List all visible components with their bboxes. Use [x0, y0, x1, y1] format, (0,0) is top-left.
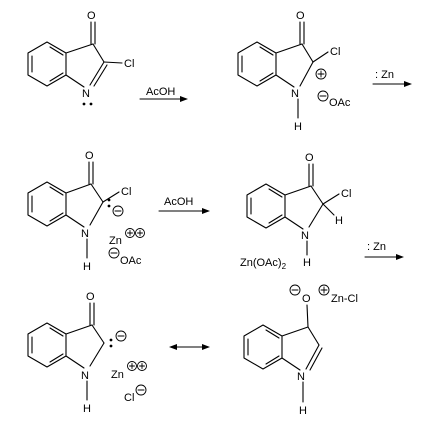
atom-label-cl: Cl — [330, 46, 340, 58]
positive-charge-icon — [318, 284, 330, 296]
negative-charge-icon — [135, 384, 147, 396]
byproduct-label-zinc-acetate: Zn(OAc)2 — [240, 257, 287, 271]
counterion-label-oac: OAc — [329, 97, 351, 109]
atom-label-o: O — [305, 152, 314, 164]
lone-pair-dot — [82, 102, 86, 106]
lone-pair-dot — [109, 344, 113, 348]
structure-carbanion-zinc-acetate: O N H Cl Zn OAc — [27, 150, 145, 273]
cation-label-zn: Zn — [109, 235, 122, 247]
reaction-arrow-zinc: : Zn — [372, 69, 412, 87]
lone-pair-dot — [89, 102, 93, 106]
atom-label-n: N — [82, 88, 90, 100]
lone-pair-dot — [107, 204, 111, 208]
atom-label-o: O — [302, 293, 311, 305]
reagent-label-acoh: AcOH — [146, 86, 175, 98]
structure-chloroindolinone: O N H Cl H Zn(OAc)2 — [240, 152, 351, 271]
counterion-label-cl: Cl — [124, 392, 134, 404]
cation-label-zn: Zn — [111, 369, 124, 381]
structure-iminium-acetate: O N H Cl OAc — [237, 10, 351, 133]
atom-label-n: N — [297, 371, 305, 383]
atom-label-h: H — [299, 405, 307, 417]
structure-chloroindolone: O N Cl — [27, 10, 134, 106]
atom-label-n: N — [81, 370, 89, 382]
structure-indolyloxy-zinc-chloride: O Zn-Cl N H — [243, 284, 358, 417]
negative-charge-icon — [115, 330, 127, 342]
negative-charge-icon — [112, 205, 124, 217]
atom-label-cl: Cl — [124, 58, 134, 70]
atom-label-cl: Cl — [121, 186, 131, 198]
atom-label-cl: Cl — [341, 188, 351, 200]
atom-label-o: O — [296, 10, 305, 22]
structure-carbanion-zinc-chloride: O N H Zn Cl — [27, 291, 147, 415]
positive-charge-icon — [135, 228, 145, 238]
positive-charge-icon — [315, 68, 327, 80]
positive-charge-icon — [125, 228, 135, 238]
reagent-label-zinc: : Zn — [367, 241, 386, 253]
reaction-arrow-zinc: : Zn — [364, 241, 404, 260]
atom-label-n: N — [81, 228, 89, 240]
reaction-arrow-acoh: AcOH — [158, 196, 210, 214]
positive-charge-icon — [127, 361, 137, 371]
lone-pair-dot — [107, 198, 111, 202]
atom-label-h: H — [294, 121, 302, 133]
negative-charge-icon — [289, 284, 301, 296]
atom-label-n: N — [291, 88, 299, 100]
atom-label-n: N — [301, 230, 309, 242]
reaction-arrow-acoh: AcOH — [139, 86, 188, 102]
atom-label-h: H — [83, 261, 91, 273]
atom-label-h: H — [83, 403, 91, 415]
atom-label-o: O — [87, 10, 96, 22]
atom-label-h: H — [335, 215, 343, 227]
negative-charge-icon — [317, 90, 329, 102]
reagent-label-acoh: AcOH — [164, 196, 193, 208]
reagent-label-zinc: : Zn — [375, 69, 394, 81]
atom-label-o: O — [86, 291, 95, 303]
lone-pair-dot — [109, 338, 113, 342]
negative-charge-icon — [108, 247, 120, 259]
atom-label-h: H — [303, 257, 311, 269]
resonance-arrow — [169, 344, 210, 350]
atom-label-o: O — [85, 150, 94, 162]
positive-charge-icon — [137, 361, 147, 371]
cation-label-zn-cl: Zn-Cl — [331, 293, 358, 305]
counterion-label-oac: OAc — [120, 255, 142, 267]
